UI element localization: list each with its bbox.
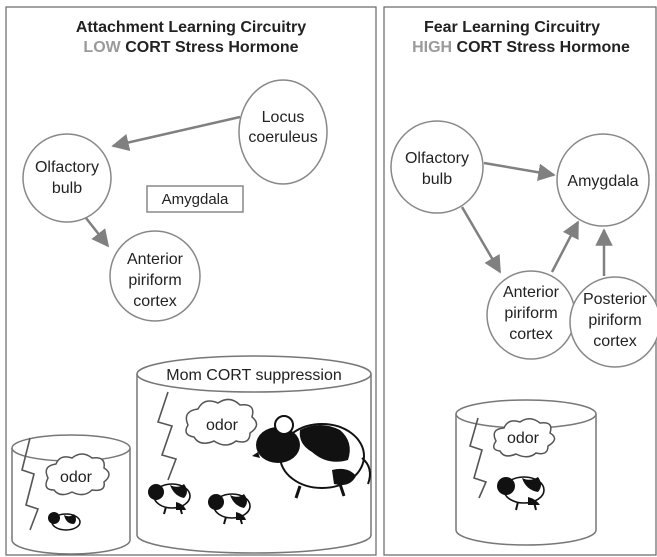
arrow-olfactory-to-amygdala	[483, 161, 556, 181]
locus-label-line1: Locus	[262, 109, 305, 126]
left-anterior-label-line1: Anterior	[127, 251, 184, 268]
right-amygdala-label: Amygdala	[567, 173, 638, 190]
right-olfactory-bulb-node	[390, 120, 484, 214]
mom-cort-suppression-label: Mom CORT suppression	[166, 367, 341, 384]
left-title: Attachment Learning Circuitry	[76, 19, 306, 36]
left-amygdala-label: Amygdala	[162, 191, 229, 208]
right-amygdala-node	[556, 133, 650, 227]
left-subtitle-highlight: LOW	[83, 39, 121, 56]
right-subtitle-highlight: HIGH	[412, 39, 452, 56]
small-cage-odor-label: odor	[60, 469, 93, 486]
left-panel-frame	[5, 6, 377, 556]
small-cage-odor-cloud	[45, 453, 110, 496]
right-anterior-label-line1: Anterior	[503, 284, 560, 301]
right-title: Fear Learning Circuitry	[424, 19, 600, 36]
right-cage-odor-cloud	[493, 418, 556, 458]
right-cage-odor-label: odor	[507, 430, 540, 447]
left-olfactory-label-line1: Olfactory	[35, 159, 99, 176]
pup-icon-2	[208, 493, 251, 525]
left-anterior-piriform-node	[109, 230, 201, 322]
pup-icon-1	[148, 483, 191, 515]
right-cage-lightning-icon	[469, 417, 488, 499]
left-amygdala-box	[146, 185, 244, 213]
small-cage-cylinder	[11, 434, 131, 555]
arrow-anterior-to-amygdala	[550, 220, 580, 273]
left-olfactory-label-line2: bulb	[52, 180, 82, 197]
right-posterior-label-line1: Posterior	[583, 291, 648, 308]
right-anterior-label-line3: cortex	[509, 326, 553, 343]
locus-coeruleus-node	[238, 79, 328, 185]
right-olfactory-label-line2: bulb	[422, 171, 452, 188]
large-cage-odor-label: odor	[206, 417, 239, 434]
left-subtitle: LOW CORT Stress Hormone	[83, 39, 298, 56]
arrow-olfactory-to-anterior-right	[460, 206, 502, 274]
mother-rat-icon	[252, 415, 371, 499]
large-cage-odor-cloud	[185, 398, 258, 446]
left-anterior-label-line2: piriform	[128, 272, 181, 289]
right-posterior-label-line2: piriform	[588, 312, 641, 329]
right-subtitle-rest: CORT Stress Hormone	[452, 39, 630, 56]
arrow-locus-to-olfactory	[111, 115, 241, 152]
right-panel-frame	[383, 6, 657, 556]
left-subtitle-rest: CORT Stress Hormone	[121, 39, 299, 56]
left-anterior-label-line3: cortex	[133, 293, 177, 310]
arrow-olfactory-to-anterior	[85, 217, 110, 248]
right-olfactory-label-line1: Olfactory	[405, 150, 469, 167]
right-anterior-label-line2: piriform	[504, 305, 557, 322]
left-olfactory-bulb-node	[22, 133, 112, 223]
right-posterior-label-line3: cortex	[593, 333, 637, 350]
right-posterior-piriform-node	[569, 276, 657, 368]
large-cage-lightning-icon	[156, 391, 178, 481]
right-pup-icon	[497, 476, 545, 511]
right-subtitle: HIGH CORT Stress Hormone	[412, 39, 630, 56]
small-pup-icon	[48, 512, 81, 531]
locus-label-line2: coeruleus	[248, 129, 317, 146]
small-cage-lightning-icon	[21, 437, 40, 531]
